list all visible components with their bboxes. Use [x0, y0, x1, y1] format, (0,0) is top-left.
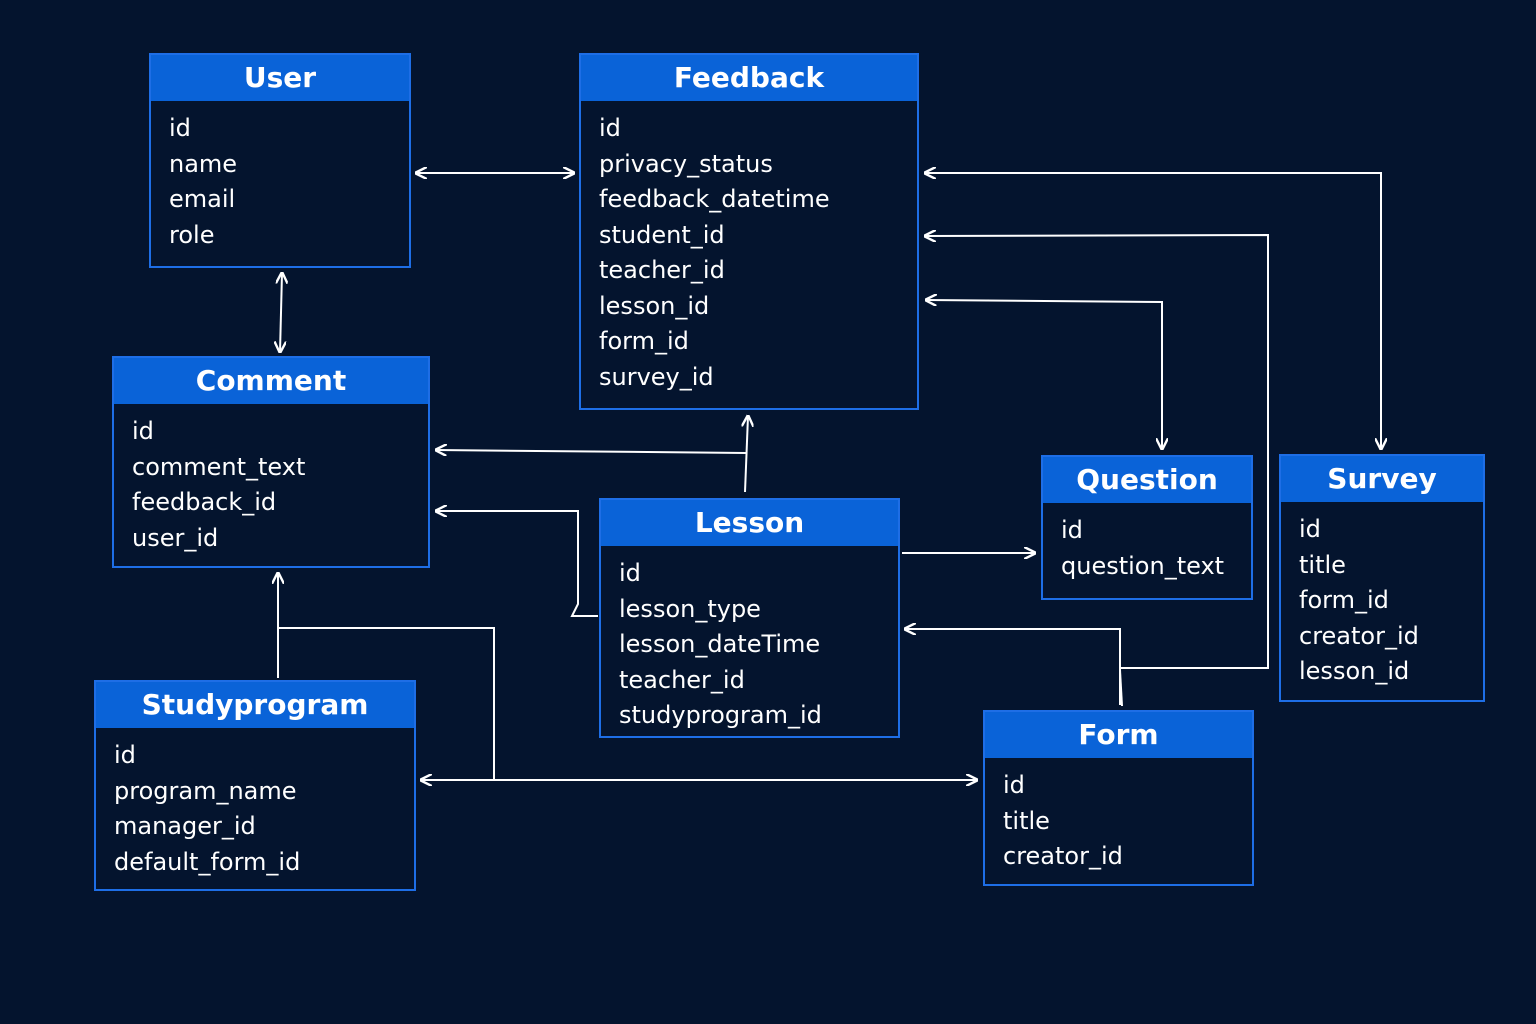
field-comment-user-id: user_id: [132, 523, 219, 552]
entity-question-fields: id question_text: [1043, 503, 1251, 584]
link-lesson-comment-lower: [436, 511, 598, 617]
link-studyprogram-branch: [278, 627, 495, 780]
entity-form-fields: id title creator_id: [985, 758, 1252, 875]
link-form-lesson: [905, 629, 1121, 705]
entity-comment-fields: id comment_text feedback_id user_id: [114, 404, 428, 556]
entity-survey: Survey id title form_id creator_id lesso…: [1279, 454, 1485, 702]
field-feedback-form-id: form_id: [599, 327, 689, 355]
entity-studyprogram-fields: id program_name manager_id default_form_…: [96, 728, 414, 880]
field-form-title: title: [1003, 806, 1050, 835]
field-survey-lesson-id: lesson_id: [1299, 657, 1410, 685]
field-form-creator-id: creator_id: [1003, 842, 1123, 870]
field-comment-feedback-id: feedback_id: [132, 488, 277, 516]
field-survey-form-id: form_id: [1299, 586, 1389, 614]
link-form-feedback: [925, 235, 1269, 669]
link-form-lesson-arrowhead: [1119, 669, 1123, 707]
entity-user: User id name email role: [149, 53, 411, 268]
entity-feedback: Feedback id privacy_status feedback_date…: [579, 53, 919, 410]
entity-studyprogram: Studyprogram id program_name manager_id …: [94, 680, 416, 891]
entity-survey-fields: id title form_id creator_id lesson_id: [1281, 502, 1483, 690]
field-lesson-teacher-id: teacher_id: [619, 665, 745, 694]
link-user-comment: [280, 273, 282, 352]
field-lesson-type: lesson_type: [619, 594, 761, 623]
field-form-id: id: [1003, 771, 1025, 799]
field-studyprogram-default-form-id: default_form_id: [114, 847, 301, 876]
field-feedback-datetime: feedback_datetime: [599, 185, 830, 213]
entity-feedback-fields: id privacy_status feedback_datetime stud…: [581, 101, 917, 395]
link-lesson-comment-upper: [436, 450, 747, 453]
field-user-email: email: [169, 185, 236, 213]
entity-user-fields: id name email role: [151, 101, 409, 253]
field-studyprogram-id: id: [114, 741, 136, 769]
entity-lesson: Lesson id lesson_type lesson_dateTime te…: [599, 498, 900, 738]
field-user-name: name: [169, 149, 238, 178]
field-feedback-survey-id: survey_id: [599, 362, 714, 391]
field-comment-id: id: [132, 417, 154, 445]
link-feedback-survey: [925, 173, 1381, 449]
field-studyprogram-manager-id: manager_id: [114, 812, 256, 840]
link-feedback-question: [926, 300, 1162, 449]
field-lesson-studyprogram-id: studyprogram_id: [619, 701, 822, 729]
link-lesson-feedback: [745, 416, 748, 493]
field-user-id: id: [169, 114, 191, 142]
field-survey-creator-id: creator_id: [1299, 621, 1419, 650]
entity-comment-title: Comment: [114, 358, 428, 404]
field-feedback-student-id: student_id: [599, 220, 725, 249]
field-feedback-privacy-status: privacy_status: [599, 149, 773, 178]
field-survey-title: title: [1299, 550, 1346, 579]
entity-question-title: Question: [1043, 457, 1251, 503]
field-feedback-teacher-id: teacher_id: [599, 256, 725, 284]
field-lesson-datetime: lesson_dateTime: [619, 630, 821, 658]
field-survey-id: id: [1299, 515, 1321, 543]
field-user-role: role: [169, 220, 215, 249]
field-feedback-lesson-id: lesson_id: [599, 291, 710, 320]
entity-form: Form id title creator_id: [983, 710, 1254, 886]
entity-lesson-title: Lesson: [601, 500, 898, 546]
entity-lesson-fields: id lesson_type lesson_dateTime teacher_i…: [601, 546, 898, 734]
entity-question: Question id question_text: [1041, 455, 1253, 600]
field-comment-text: comment_text: [132, 452, 306, 481]
field-lesson-id: id: [619, 559, 641, 587]
entity-studyprogram-title: Studyprogram: [96, 682, 414, 728]
entity-form-title: Form: [985, 712, 1252, 758]
field-question-id: id: [1061, 516, 1083, 544]
field-feedback-id: id: [599, 114, 621, 142]
field-question-text: question_text: [1061, 551, 1225, 580]
entity-comment: Comment id comment_text feedback_id user…: [112, 356, 430, 568]
entity-user-title: User: [151, 55, 409, 101]
field-studyprogram-name: program_name: [114, 776, 297, 805]
entity-feedback-title: Feedback: [581, 55, 917, 101]
entity-survey-title: Survey: [1281, 456, 1483, 502]
